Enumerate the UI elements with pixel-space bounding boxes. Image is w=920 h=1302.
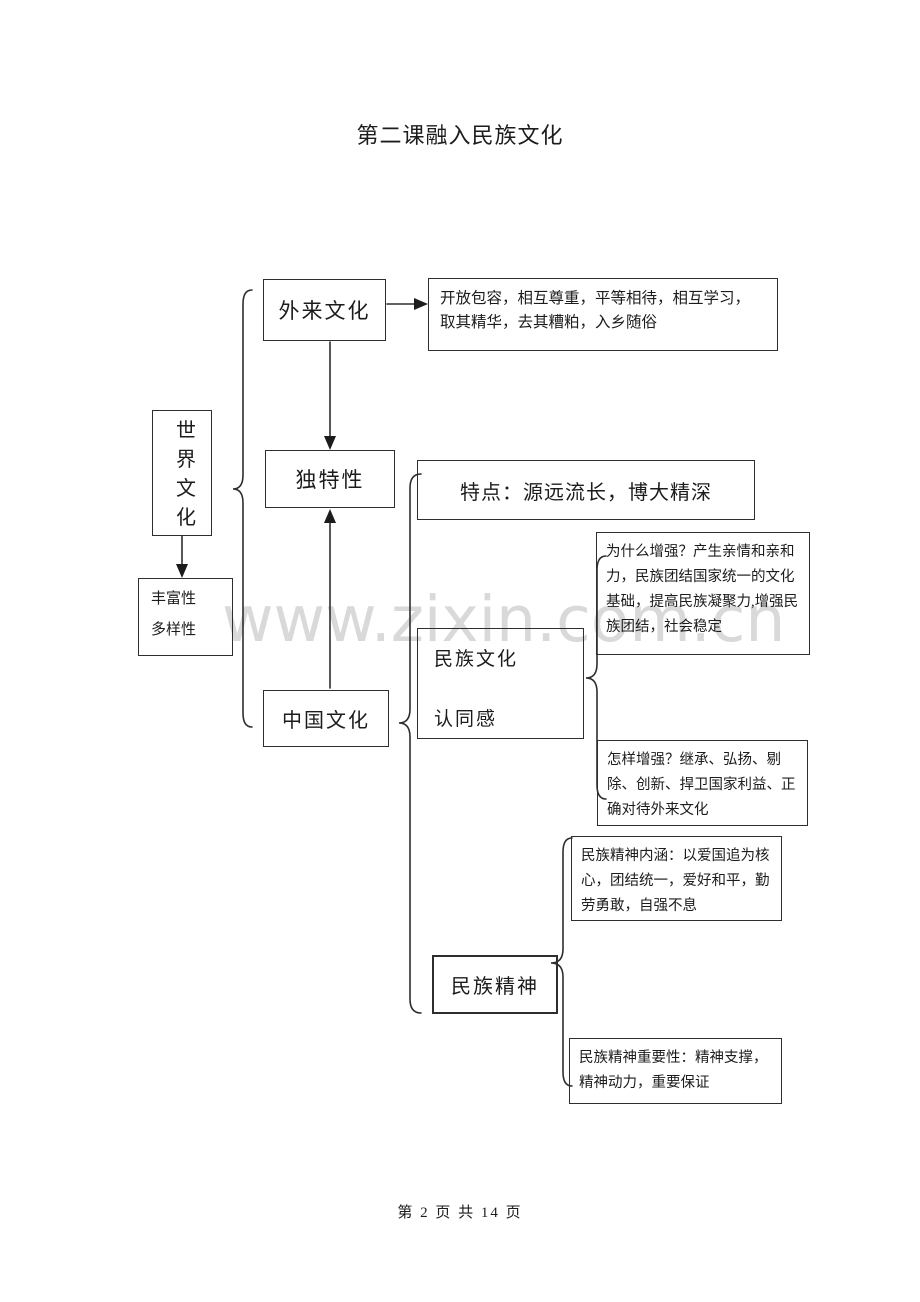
arrowhead-right	[414, 298, 428, 310]
watermark-text: www.zixin.com.cn	[222, 583, 786, 656]
arrowhead-down-uniqueness	[324, 436, 336, 450]
node-foreign-culture: 外来文化	[263, 279, 386, 341]
node-culture-identity: 民族文化 认同感	[417, 628, 584, 739]
node-national-spirit: 民族精神	[432, 955, 558, 1014]
node-richness-diversity: 丰富性 多样性	[138, 578, 233, 656]
arrowhead-up-uniqueness	[324, 509, 336, 523]
culture-identity-line1: 民族文化	[434, 649, 519, 670]
brace-chinese-culture	[398, 473, 422, 1014]
page-title: 第二课融入民族文化	[356, 123, 564, 148]
culture-identity-line2: 认同感	[434, 709, 498, 730]
node-uniqueness: 独特性	[265, 450, 395, 508]
node-spirit-connotation: 民族精神内涵：以爱国追为核心，团结统一，爱好和平，勤劳勇敢，自强不息	[571, 836, 782, 921]
node-how-strengthen: 怎样增强？继承、弘扬、剔除、创新、捍卫国家利益、正确对待外来文化	[597, 740, 808, 826]
page-footer: 第 2 页 共 14 页	[397, 1205, 523, 1221]
arrowhead-down-richness	[176, 564, 188, 578]
brace-world-culture	[232, 289, 253, 728]
node-why-strengthen: 为什么增强？产生亲情和亲和力，民族团结国家统一的文化基础，提高民族凝聚力,增强民…	[596, 532, 810, 655]
node-spirit-importance: 民族精神重要性：精神支撑，精神动力，重要保证	[569, 1038, 782, 1104]
node-characteristics: 特点：源远流长，博大精深	[417, 460, 755, 520]
node-world-culture: 世 界 文 化	[152, 410, 212, 536]
node-chinese-culture: 中国文化	[263, 690, 389, 747]
node-foreign-culture-detail: 开放包容，相互尊重，平等相待，相互学习，取其精华，去其糟粕，入乡随俗	[428, 278, 778, 351]
